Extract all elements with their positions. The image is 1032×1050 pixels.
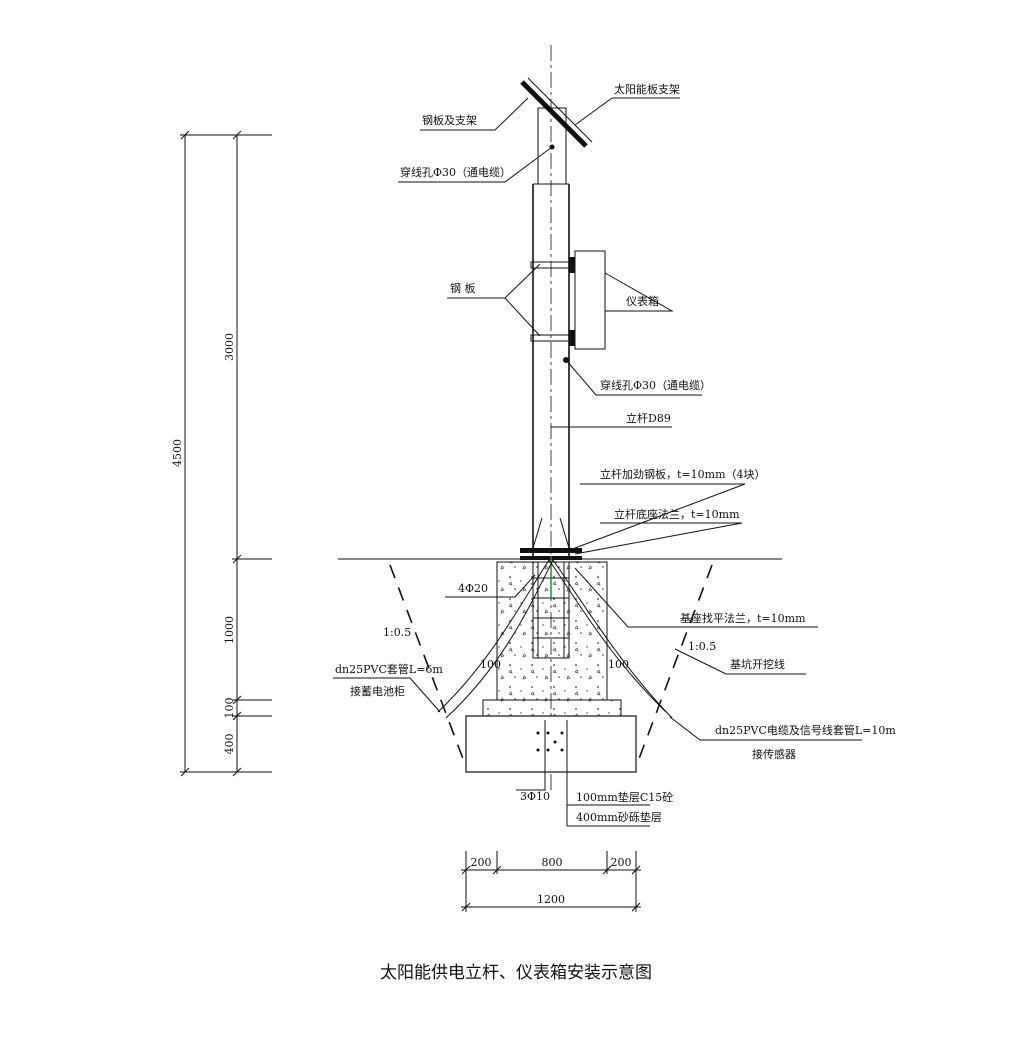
label-base-flange: 立杆底座法兰，t=10mm — [614, 507, 740, 521]
dim-upper-height: 3000 — [223, 333, 236, 361]
label-pvc-right-1: dn25PVC电缆及信号线套管L=10m — [715, 723, 896, 737]
label-panel-bracket: 太阳能板支架 — [614, 82, 680, 96]
dim-mid-height: 1000 — [223, 616, 236, 644]
solar-panel — [520, 77, 593, 148]
label-cable-hole-mid: 穿线孔Φ30（通电缆） — [600, 378, 711, 392]
vertical-dimension-chain — [180, 130, 272, 777]
clamp-upper — [530, 257, 575, 273]
pvc-conduit-right — [548, 559, 673, 719]
cushion-layer — [482, 699, 622, 717]
label-rebar-bottom: 3Φ10 — [520, 790, 550, 803]
pvc-conduit-left — [437, 559, 554, 719]
leader-lines — [333, 97, 862, 827]
dim-total-height: 4500 — [171, 439, 184, 467]
label-slope-right: 1:0.5 — [688, 640, 716, 653]
label-layer-c15: 100mm垫层C15砼 — [576, 790, 673, 804]
dim-width-right: 200 — [611, 856, 632, 869]
label-pit-line: 基坑开挖线 — [730, 657, 785, 671]
label-anchor-rebar: 4Φ20 — [458, 582, 488, 595]
label-layer-sand: 400mm砂砾垫层 — [576, 810, 662, 824]
label-instrument-box: 仪表箱 — [626, 294, 659, 308]
dim-width-middle: 800 — [542, 856, 563, 869]
label-slope-left: 1:0.5 — [383, 626, 411, 639]
label-side-100-left: 100 — [480, 658, 501, 671]
label-steel-plate-bracket: 钢板及支架 — [422, 113, 477, 127]
label-pvc-left-1: dn25PVC套管L=6m — [335, 662, 443, 676]
pit-line-left — [389, 564, 469, 773]
dim-gravel-height: 400 — [223, 734, 236, 755]
label-pvc-left-2: 接蓄电池柜 — [350, 685, 405, 698]
drawing-caption: 太阳能供电立杆、仪表箱安装示意图 — [380, 963, 652, 983]
instrument-box — [574, 250, 606, 350]
pit-line-right — [633, 564, 713, 773]
foundation-concrete — [496, 561, 608, 701]
dim-width-total: 1200 — [537, 893, 565, 906]
pole — [532, 183, 570, 556]
dim-cushion-height: 100 — [223, 698, 236, 719]
label-cable-hole-top: 穿线孔Φ30（通电缆） — [400, 165, 511, 179]
clamp-lower — [530, 330, 575, 346]
label-side-100-right: 100 — [608, 658, 629, 671]
gravel-layer — [465, 715, 637, 773]
label-stiffener: 立杆加劲钢板，t=10mm（4块） — [600, 467, 766, 481]
dim-width-left: 200 — [471, 856, 492, 869]
label-pole: 立杆D89 — [626, 411, 671, 425]
label-steel-plate: 钢 板 — [450, 281, 476, 295]
horizontal-dimension-chain — [461, 851, 641, 912]
label-leveling-flange: 基座找平法兰，t=10mm — [680, 611, 806, 625]
label-pvc-right-2: 接传感器 — [752, 748, 796, 761]
gravel-dots — [536, 731, 564, 752]
